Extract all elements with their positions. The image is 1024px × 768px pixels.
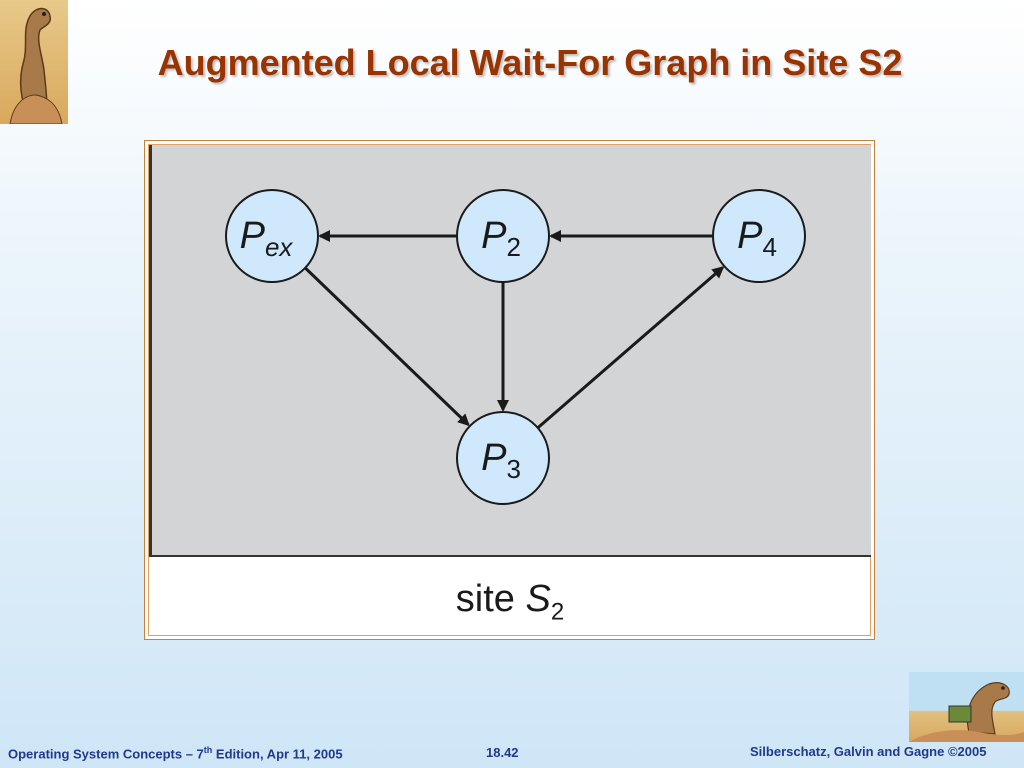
caption-word: site (455, 578, 515, 620)
caption-subscript: 2 (550, 598, 565, 626)
page-title: Augmented Local Wait-For Graph in Site S… (157, 42, 903, 83)
node-circle-p3 (456, 411, 550, 505)
node-pex: Pex (225, 189, 319, 283)
dinosaur-logo-bottom (909, 672, 1024, 742)
footer-course: Operating System Concepts – 7th Edition,… (8, 745, 343, 761)
node-circle-p2 (456, 189, 550, 283)
footer-course-post: Edition, Apr 11, 2005 (212, 746, 343, 762)
site-caption: site S2 (149, 578, 871, 627)
node-circle-pex (225, 189, 319, 283)
footer-course-sup: th (203, 745, 213, 755)
node-label-p4: P4 (737, 215, 777, 262)
footer-course-pre: Operating System Concepts – 7 (8, 746, 204, 762)
footer-authors: Silberschatz, Galvin and Gagne ©2005 (750, 744, 987, 759)
node-label-pex: Pex (240, 215, 294, 262)
node-circle-p4 (712, 189, 806, 283)
node-p3: P3 (456, 411, 550, 505)
node-p4: P4 (712, 189, 806, 283)
dinosaur-logo-top (0, 0, 68, 125)
caption-symbol: S (525, 578, 551, 620)
node-label-p2: P2 (481, 215, 521, 262)
edge-p3-to-p4 (536, 266, 725, 429)
edge-pex-to-p3 (304, 266, 470, 427)
footer-slide-number: 18.42 (486, 745, 519, 760)
node-label-p3: P3 (481, 437, 521, 484)
node-p2: P2 (456, 189, 550, 283)
